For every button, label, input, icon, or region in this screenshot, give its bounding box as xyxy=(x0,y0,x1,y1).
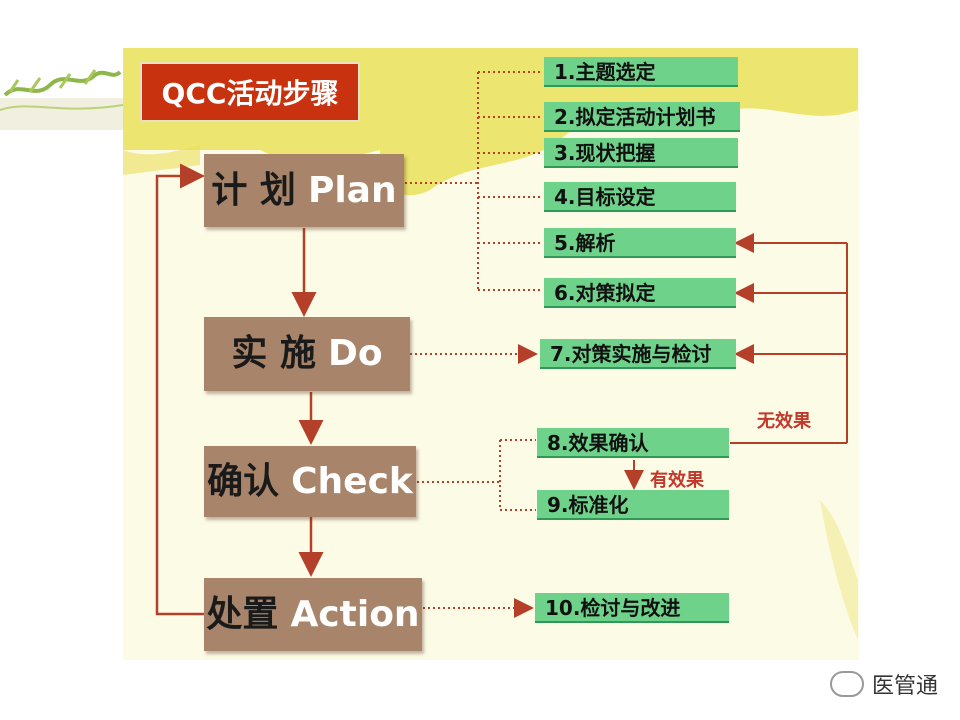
phase-plan-en: Plan xyxy=(307,170,397,211)
phase-plan: 计 划 Plan xyxy=(204,154,404,227)
page-title: QCC活动步骤 xyxy=(140,62,360,122)
phase-check-zh: 确认 xyxy=(207,461,280,502)
phase-do-zh: 实 施 xyxy=(231,333,316,374)
brand-watermark: 医管通 xyxy=(829,668,938,700)
feedback-loop-arrow xyxy=(155,163,205,616)
step-8: 8.效果确认 xyxy=(537,428,729,458)
phase-plan-zh: 计 划 xyxy=(211,170,296,211)
phase-check: 确认 Check xyxy=(204,446,416,517)
step-6: 6.对策拟定 xyxy=(544,278,736,308)
step-1: 1.主题选定 xyxy=(544,57,738,87)
step-9: 9.标准化 xyxy=(537,490,729,520)
phase-do: 实 施 Do xyxy=(204,317,410,391)
phase-check-en: Check xyxy=(291,461,413,502)
phase-do-en: Do xyxy=(327,333,383,374)
brand-name: 医管通 xyxy=(871,674,938,699)
phase-action-en: Action xyxy=(290,594,420,635)
label-no-effect: 无效果 xyxy=(757,411,811,432)
phase-action: 处置 Action xyxy=(204,578,422,651)
chat-bubble-icon xyxy=(829,671,864,697)
step-7: 7.对策实施与检讨 xyxy=(540,339,736,369)
step-5: 5.解析 xyxy=(544,228,736,258)
step-4: 4.目标设定 xyxy=(544,182,736,212)
step-3: 3.现状把握 xyxy=(544,138,738,168)
step-10: 10.检讨与改进 xyxy=(535,593,729,623)
phase-action-zh: 处置 xyxy=(206,594,279,635)
label-effective: 有效果 xyxy=(650,470,704,491)
step-2: 2.拟定活动计划书 xyxy=(544,102,740,132)
